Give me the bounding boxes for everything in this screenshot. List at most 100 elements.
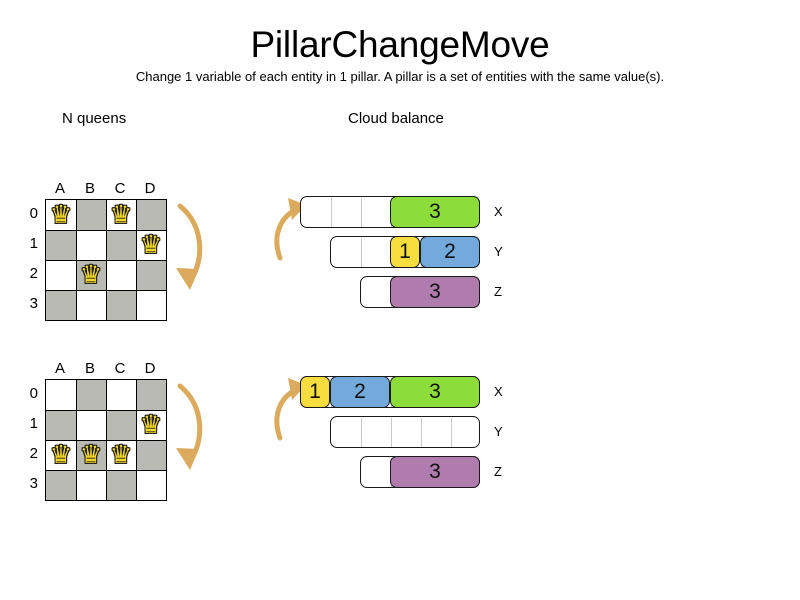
chess-cell-D1[interactable]: ♛ — [136, 410, 166, 440]
cloud-process-segment[interactable]: 1 — [390, 236, 420, 268]
queen-piece-icon: ♛ — [109, 201, 133, 229]
row-label-2: 2 — [29, 265, 38, 282]
bar-capacity-track — [330, 416, 480, 448]
bar-unit-tick — [451, 418, 452, 447]
column-label-d: D — [144, 180, 156, 197]
cloud-bar-label-y: Y — [494, 424, 503, 439]
chess-cell-B1[interactable] — [76, 410, 106, 440]
chess-cell-B3[interactable] — [76, 470, 106, 500]
cloud-process-segment[interactable]: 3 — [390, 196, 480, 228]
column-label-c: C — [114, 180, 126, 197]
chess-cell-D0[interactable] — [136, 200, 166, 230]
section-heading-nqueens: N queens — [62, 110, 127, 127]
grid-line — [46, 470, 166, 471]
row-label-3: 3 — [29, 295, 38, 312]
row-label-1: 1 — [29, 235, 38, 252]
chess-cell-C0[interactable]: ♛ — [106, 200, 136, 230]
chess-cell-B2[interactable]: ♛ — [76, 440, 106, 470]
bar-unit-tick — [361, 238, 362, 267]
queen-piece-icon: ♛ — [79, 261, 103, 289]
grid-line — [46, 290, 166, 291]
row-label-0: 0 — [29, 205, 38, 222]
chess-cell-A1[interactable] — [46, 410, 76, 440]
chess-cell-A2[interactable] — [46, 260, 76, 290]
chess-cell-B3[interactable] — [76, 290, 106, 320]
page-title: PillarChangeMove — [250, 24, 550, 65]
chess-cell-B2[interactable]: ♛ — [76, 260, 106, 290]
queen-piece-icon: ♛ — [139, 231, 163, 259]
chess-cell-A3[interactable] — [46, 290, 76, 320]
chess-cell-C0[interactable] — [106, 380, 136, 410]
column-label-a: A — [54, 360, 65, 377]
column-label-c: C — [114, 360, 126, 377]
queen-piece-icon: ♛ — [109, 441, 133, 469]
chess-cell-C1[interactable] — [106, 410, 136, 440]
cloud-process-segment[interactable]: 3 — [390, 376, 480, 408]
cloud-process-segment[interactable]: 1 — [300, 376, 330, 408]
bar-unit-tick — [391, 418, 392, 447]
move-arrow-board-after — [176, 383, 203, 470]
chess-cell-A2[interactable]: ♛ — [46, 440, 76, 470]
bar-unit-tick — [361, 198, 362, 227]
cloud-process-segment[interactable]: 2 — [330, 376, 390, 408]
grid-line — [46, 440, 166, 441]
chess-cell-C3[interactable] — [106, 470, 136, 500]
row-label-2: 2 — [29, 445, 38, 462]
cloud-process-segment[interactable]: 3 — [390, 276, 480, 308]
chess-cell-A0[interactable]: ♛ — [46, 200, 76, 230]
column-label-d: D — [144, 360, 156, 377]
chess-cell-D3[interactable] — [136, 470, 166, 500]
chess-board: ♛♛♛♛ — [45, 379, 167, 501]
grid-line — [46, 230, 166, 231]
chess-cell-B0[interactable] — [76, 200, 106, 230]
chess-cell-D3[interactable] — [136, 290, 166, 320]
cloud-bar-label-z: Z — [494, 464, 502, 479]
chess-cell-C2[interactable] — [106, 260, 136, 290]
chess-cell-C2[interactable]: ♛ — [106, 440, 136, 470]
row-label-3: 3 — [29, 475, 38, 492]
chess-cell-D2[interactable] — [136, 440, 166, 470]
chess-cell-A3[interactable] — [46, 470, 76, 500]
cloud-process-segment[interactable]: 3 — [390, 456, 480, 488]
chess-cell-C1[interactable] — [106, 230, 136, 260]
row-label-0: 0 — [29, 385, 38, 402]
chess-cell-B1[interactable] — [76, 230, 106, 260]
chess-cell-D1[interactable]: ♛ — [136, 230, 166, 260]
move-arrow-board-before — [176, 203, 203, 290]
queen-piece-icon: ♛ — [49, 441, 73, 469]
cloud-process-segment[interactable]: 2 — [420, 236, 480, 268]
chess-cell-D2[interactable] — [136, 260, 166, 290]
chess-cell-A1[interactable] — [46, 230, 76, 260]
column-label-b: B — [84, 180, 95, 197]
cloud-computer-bar-y: Y — [300, 416, 540, 448]
queen-piece-icon: ♛ — [49, 201, 73, 229]
chess-cell-B0[interactable] — [76, 380, 106, 410]
cloud-bar-label-x: X — [494, 204, 503, 219]
cloud-bar-label-y: Y — [494, 244, 503, 259]
chess-board: ♛♛♛♛ — [45, 199, 167, 321]
bar-unit-tick — [361, 418, 362, 447]
cloud-bar-label-z: Z — [494, 284, 502, 299]
page-subtitle: Change 1 variable of each entity in 1 pi… — [135, 69, 665, 84]
section-heading-cloud: Cloud balance — [348, 110, 444, 127]
chess-cell-A0[interactable] — [46, 380, 76, 410]
chess-cell-C3[interactable] — [106, 290, 136, 320]
chess-cell-D0[interactable] — [136, 380, 166, 410]
column-label-b: B — [84, 360, 95, 377]
cloud-bar-label-x: X — [494, 384, 503, 399]
grid-line — [46, 260, 166, 261]
grid-line — [46, 410, 166, 411]
column-label-a: A — [54, 180, 65, 197]
bar-unit-tick — [421, 418, 422, 447]
queen-piece-icon: ♛ — [79, 441, 103, 469]
bar-unit-tick — [331, 198, 332, 227]
